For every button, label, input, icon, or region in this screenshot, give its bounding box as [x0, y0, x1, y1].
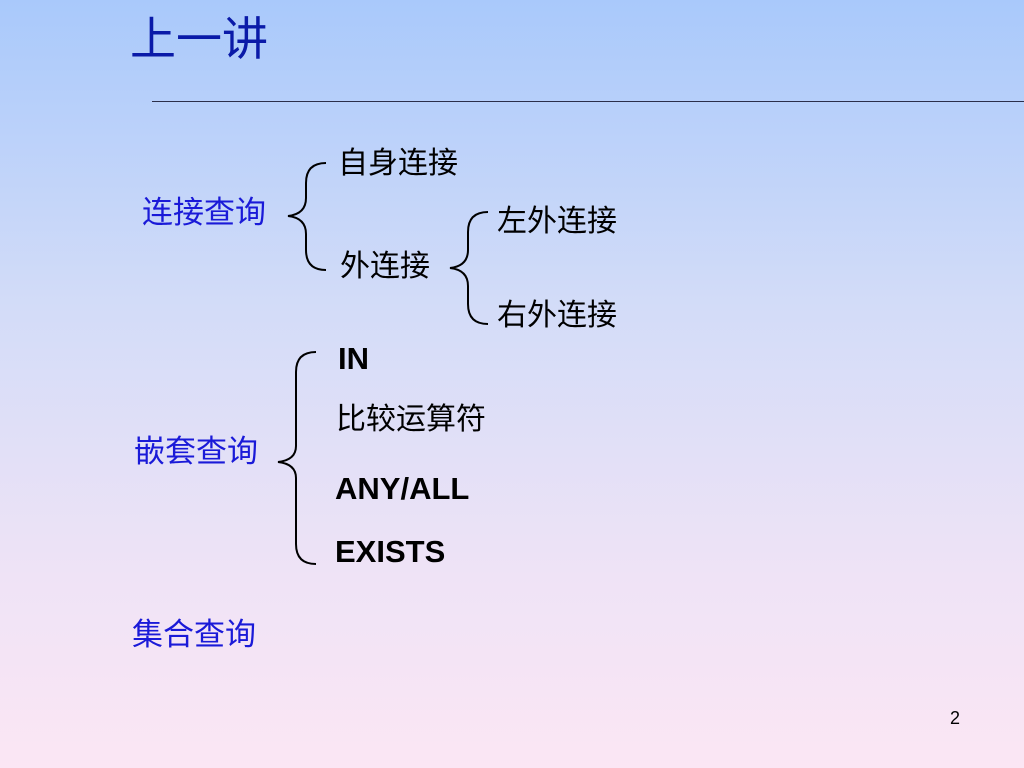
nested-item-comparison-operator: 比较运算符 [336, 402, 486, 437]
nested-item-in: IN [338, 341, 369, 376]
self-join-label: 自身连接 [338, 146, 458, 181]
nested-query-brace [277, 351, 317, 565]
nested-item-any-all: ANY/ALL [335, 471, 470, 506]
right-outer-join-label: 右外连接 [497, 298, 617, 333]
nested-item-exists: EXISTS [335, 534, 446, 569]
join-query-brace [287, 162, 327, 271]
nested-query-label: 嵌套查询 [134, 434, 258, 470]
page-number: 2 [950, 708, 961, 728]
join-query-label: 连接查询 [142, 195, 266, 231]
left-outer-join-label: 左外连接 [497, 204, 617, 239]
title-divider [152, 101, 1024, 102]
slide-title: 上一讲 [130, 12, 268, 66]
set-query-label: 集合查询 [132, 617, 256, 653]
outer-join-label: 外连接 [340, 249, 430, 284]
outer-join-brace [449, 211, 489, 325]
